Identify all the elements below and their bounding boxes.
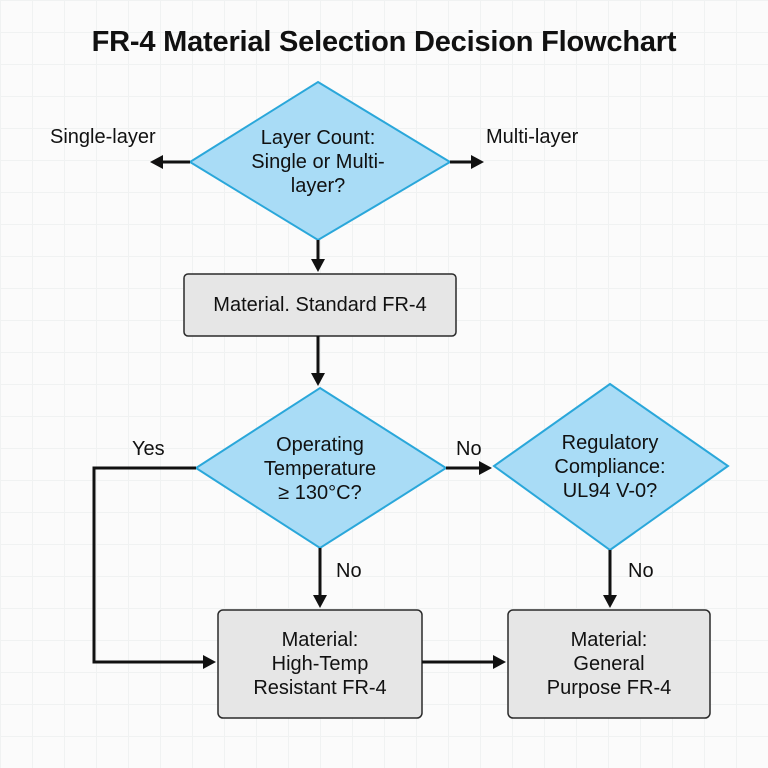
arrow-regulatory-to-general (603, 550, 617, 608)
standard-material-label: Material. Standard FR-4 (213, 294, 427, 316)
standard-material-box (183, 273, 457, 337)
flowchart-title: FR-4 Material Selection Decision Flowcha… (91, 26, 677, 58)
high-temp-material-box (217, 609, 423, 719)
edge-label-temp-no-right: No (456, 438, 482, 460)
edge-label-temp-yes: Yes (132, 438, 165, 460)
arrow-multi-layer (450, 155, 484, 169)
arrow-temp-to-high-temp (313, 548, 327, 608)
edge-label-single-layer: Single-layer (50, 126, 156, 148)
general-material-label: Material: General Purpose FR-4 (546, 629, 672, 699)
arrow-single-layer (150, 155, 190, 169)
arrow-standard-to-temp (311, 336, 325, 386)
arrow-temp-to-regulatory (446, 461, 492, 475)
edge-label-regulatory-no: No (628, 560, 654, 582)
general-material-box (507, 609, 711, 719)
arrow-layer-to-standard (311, 240, 325, 272)
high-temp-material-label: Material: High-Temp Resistant FR-4 (253, 629, 387, 699)
edge-label-temp-no-down: No (336, 560, 362, 582)
layer-count-question: Layer Count: Single or Multi- layer? (251, 127, 385, 197)
arrow-high-temp-to-general (422, 655, 506, 669)
edge-label-multi-layer: Multi-layer (486, 126, 579, 148)
operating-temp-question: Operating Temperature ≥ 130°C? (263, 434, 377, 504)
arrow-yes-loop (92, 466, 216, 669)
regulatory-question: Regulatory Compliance: UL94 V-0? (554, 432, 666, 502)
